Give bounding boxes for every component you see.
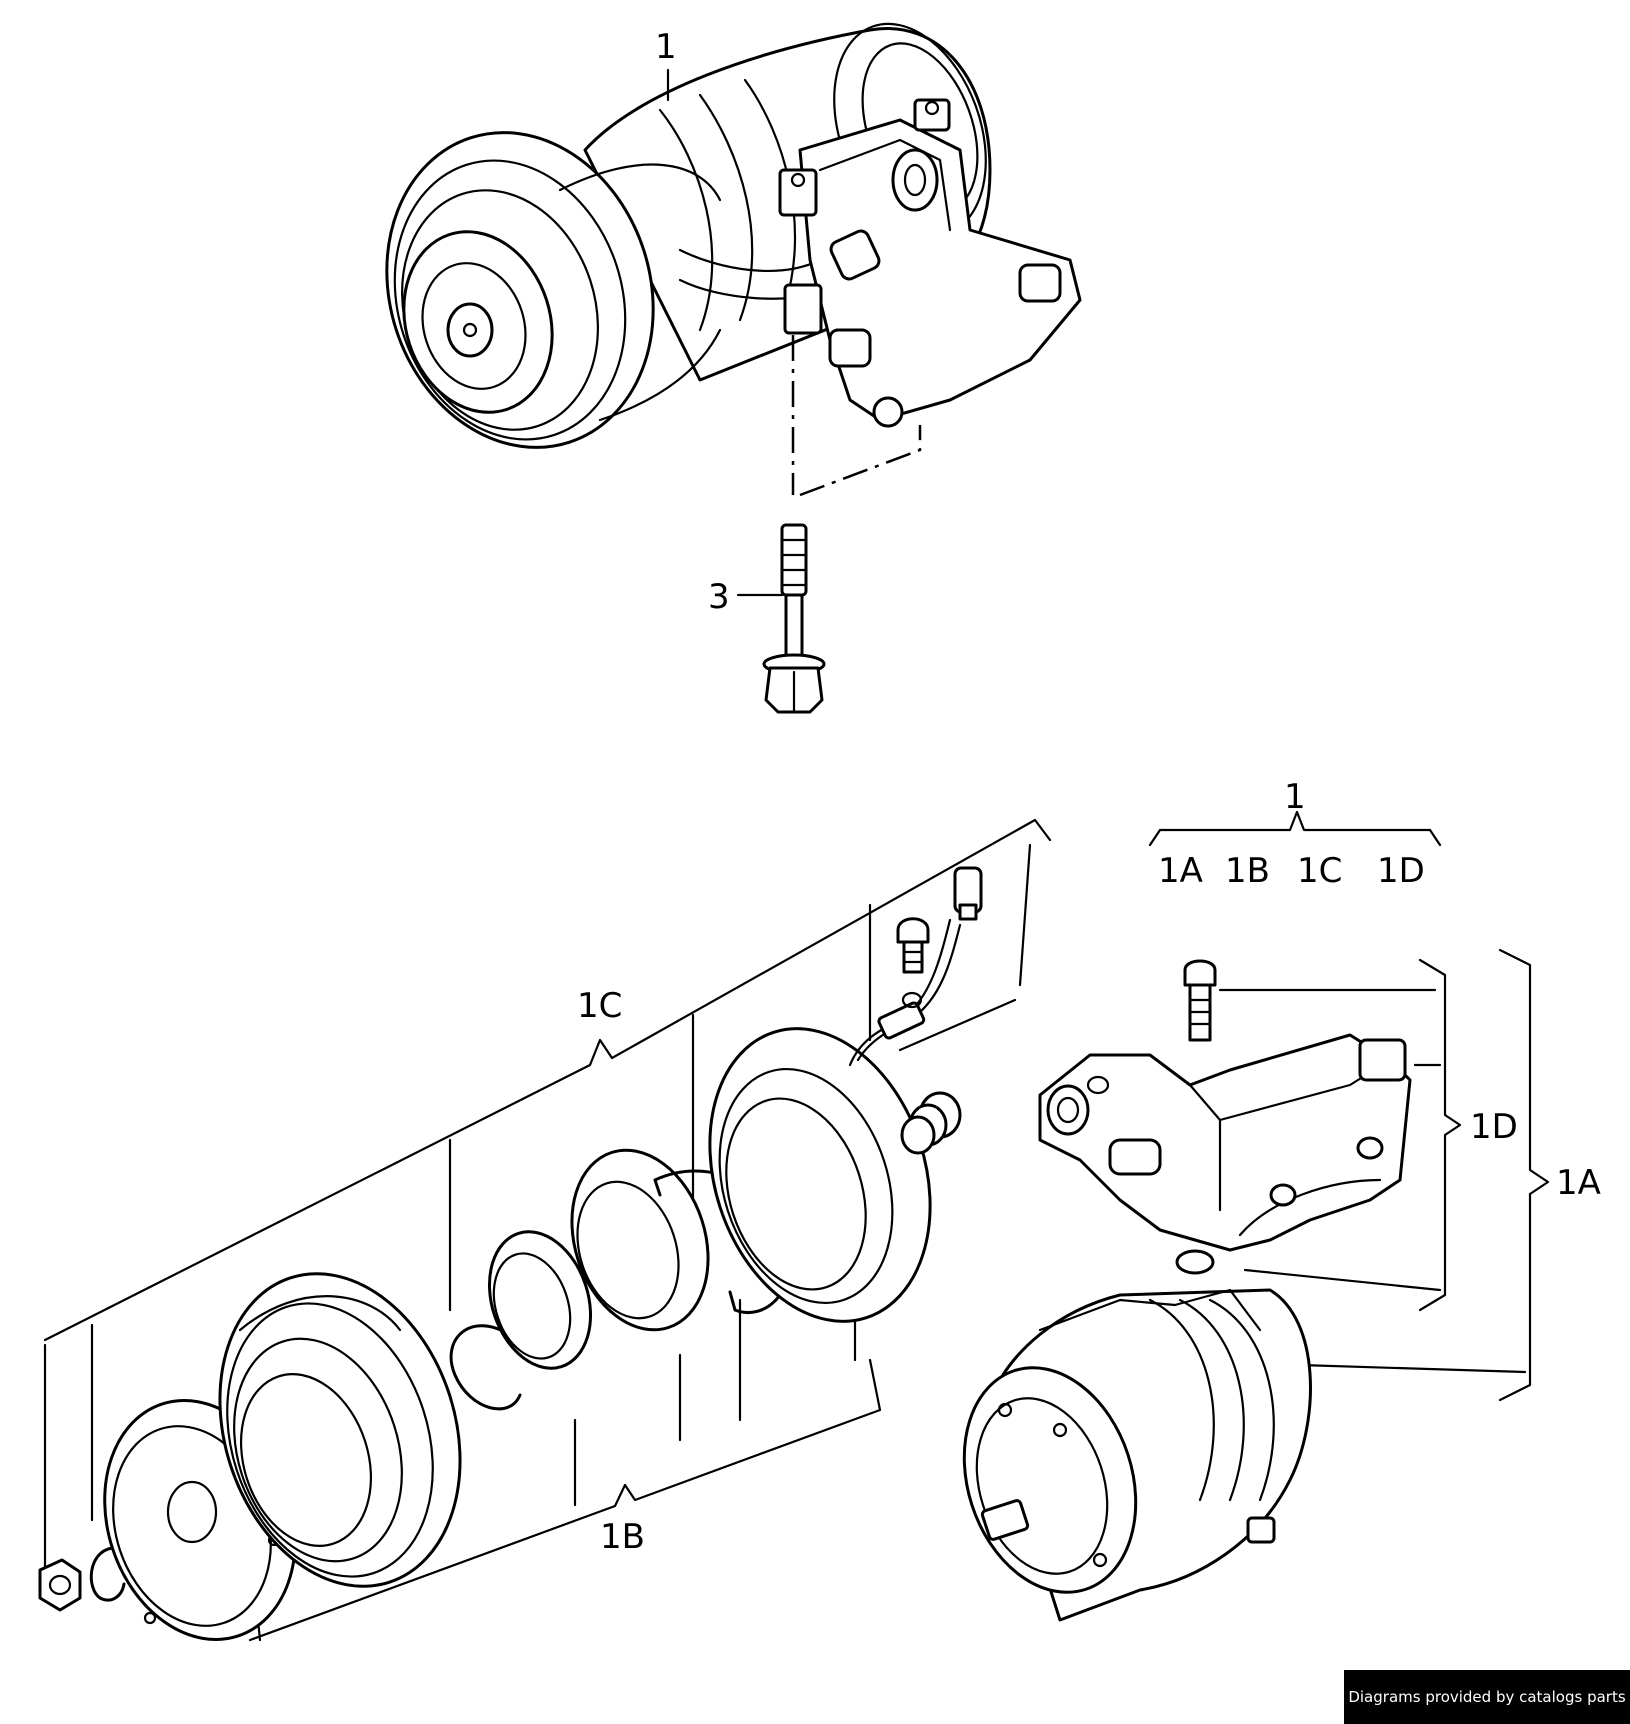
label-kit-1a: 1A: [1158, 851, 1203, 891]
group-1d-brace: [1218, 958, 1462, 1312]
compressor-assembly-top[interactable]: [347, 3, 1082, 483]
group-1c-brace: [43, 818, 1052, 1582]
group-1a-brace: [1298, 948, 1550, 1402]
hex-nut[interactable]: [38, 1558, 82, 1612]
pulley[interactable]: [181, 1242, 499, 1617]
label-group-1a: 1A: [1556, 1163, 1601, 1203]
label-compressor: 1: [655, 27, 677, 67]
screw-small[interactable]: [896, 917, 930, 974]
field-coil[interactable]: [674, 1000, 966, 1350]
label-bolt: 3: [708, 577, 730, 617]
bearing[interactable]: [473, 1132, 731, 1381]
shims[interactable]: [900, 1091, 962, 1155]
mounting-bolt[interactable]: [762, 523, 826, 714]
kit-header-brace: [1148, 810, 1442, 847]
snap-ring-large[interactable]: [449, 1324, 522, 1411]
label-group-1b: 1B: [600, 1517, 645, 1557]
label-kit-1c: 1C: [1297, 851, 1342, 891]
coil-wire-connector[interactable]: [848, 866, 983, 1067]
label-group-1c: 1C: [577, 986, 622, 1026]
label-kit-1d: 1D: [1377, 851, 1425, 891]
control-valve[interactable]: [1038, 1033, 1412, 1252]
snap-ring-small[interactable]: [89, 1546, 126, 1602]
o-ring[interactable]: [1175, 1249, 1215, 1275]
label-kit-header: 1: [1284, 777, 1306, 817]
credit-banner: Diagrams provided by catalogs parts: [1344, 1670, 1630, 1724]
compressor-replacement[interactable]: [936, 1288, 1312, 1622]
label-kit-1b: 1B: [1225, 851, 1270, 891]
label-group-1d: 1D: [1470, 1107, 1518, 1147]
valve-bolt[interactable]: [1183, 959, 1217, 1042]
